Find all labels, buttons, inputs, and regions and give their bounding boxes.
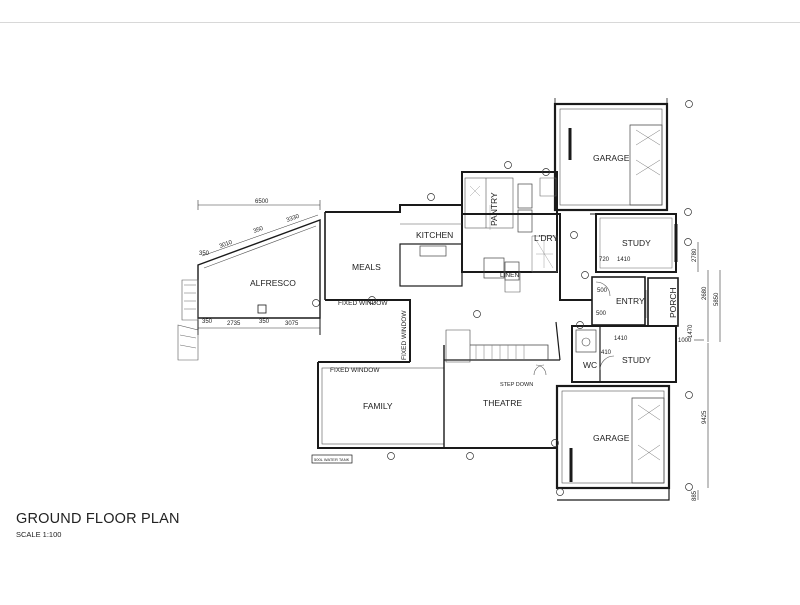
dim-500-b: 500 bbox=[596, 311, 607, 317]
dim-5850: 5850 bbox=[714, 292, 720, 306]
room-label-meals: MEALS bbox=[352, 262, 381, 272]
dim-6500: 6500 bbox=[255, 199, 269, 205]
step-down-label: STEP DOWN bbox=[500, 382, 533, 388]
room-label-wc: WC bbox=[583, 360, 597, 370]
room-label-laundry: L'DRY bbox=[534, 233, 558, 243]
dim-1410-a: 1410 bbox=[617, 257, 631, 263]
room-label-study-top: STUDY bbox=[622, 238, 651, 248]
garage-bottom-walls bbox=[555, 384, 671, 501]
dim-350-a: 350 bbox=[253, 226, 265, 235]
study-top-walls bbox=[590, 213, 678, 273]
dim-2680: 2680 bbox=[702, 286, 708, 300]
room-label-pantry: PANTRY bbox=[489, 192, 499, 226]
room-label-family: FAMILY bbox=[363, 401, 393, 411]
dim-3010: 3010 bbox=[219, 239, 234, 249]
room-label-garage-top: GARAGE bbox=[593, 153, 630, 163]
dim-2780: 2780 bbox=[692, 248, 698, 262]
dim-885: 885 bbox=[692, 490, 698, 501]
room-label-theatre: THEATRE bbox=[483, 398, 522, 408]
family-theatre-walls bbox=[311, 321, 561, 464]
dim-350-c: 350 bbox=[202, 319, 213, 325]
plan-scale: SCALE 1:100 bbox=[16, 530, 62, 539]
room-label-entry: ENTRY bbox=[616, 296, 645, 306]
dim-1410-b: 1410 bbox=[614, 336, 628, 342]
room-label-linen: LINEN bbox=[500, 272, 519, 279]
dim-3330: 3330 bbox=[286, 213, 301, 223]
dim-350-b: 350 bbox=[199, 251, 210, 257]
garage-top-walls bbox=[553, 98, 669, 212]
dim-1000: 1000 bbox=[678, 338, 692, 344]
right-dimensions bbox=[694, 242, 721, 500]
room-label-garage-bottom: GARAGE bbox=[593, 433, 630, 443]
room-label-alfresco: ALFRESCO bbox=[250, 278, 296, 288]
dim-410: 410 bbox=[601, 350, 612, 356]
study-bottom-walls bbox=[571, 325, 677, 383]
dim-9425: 9425 bbox=[702, 410, 708, 424]
pantry-laundry-core bbox=[461, 171, 558, 281]
room-label-kitchen: KITCHEN bbox=[416, 230, 453, 240]
dim-720: 720 bbox=[599, 257, 610, 263]
grid-markers bbox=[312, 100, 693, 496]
dim-2735: 2735 bbox=[227, 321, 241, 327]
water-tank-label: 500L WATER TANK bbox=[314, 457, 350, 462]
dim-350-d: 350 bbox=[259, 319, 270, 325]
dim-500-a: 500 bbox=[597, 288, 608, 294]
dim-3075: 3075 bbox=[285, 321, 299, 327]
alfresco-walls bbox=[177, 200, 321, 361]
room-label-porch: PORCH bbox=[668, 287, 678, 318]
plan-title: GROUND FLOOR PLAN bbox=[16, 511, 180, 527]
dim-1470: 1470 bbox=[688, 324, 694, 338]
fixed-window-label-vertical: FIXED WINDOW bbox=[401, 310, 408, 360]
fixed-window-label-family: FIXED WINDOW bbox=[330, 367, 380, 374]
room-label-study-bottom: STUDY bbox=[622, 355, 651, 365]
fixed-window-label-meals: FIXED WINDOW bbox=[338, 300, 388, 307]
kitchen-meals-walls bbox=[324, 204, 592, 362]
page-top-rule bbox=[0, 22, 800, 23]
